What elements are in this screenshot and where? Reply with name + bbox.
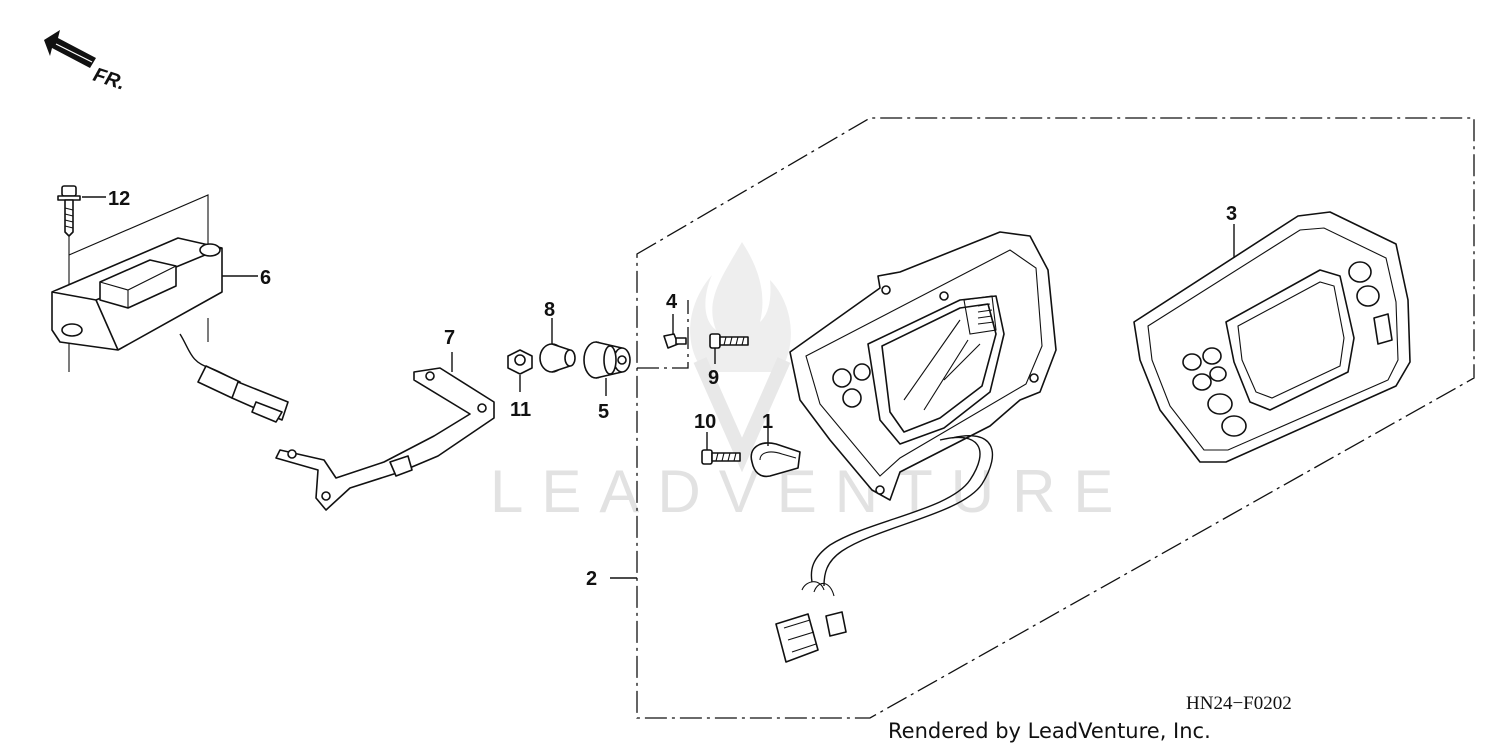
- callout-2: 2: [586, 568, 597, 590]
- callout-1: 1: [762, 411, 773, 433]
- front-label: FR.: [90, 64, 127, 95]
- callout-12: 12: [108, 188, 130, 210]
- diagram-code: HN24−F0202: [1186, 693, 1292, 714]
- meter-assembly: [775, 231, 1057, 663]
- watermark: LEADVENTURE: [490, 242, 1131, 525]
- callout-4: 4: [666, 291, 678, 313]
- meter-cover-3: [1133, 211, 1411, 463]
- callout-7: 7: [444, 327, 455, 349]
- callout-6: 6: [260, 267, 271, 289]
- screw-9: [709, 333, 749, 364]
- screw-10: [701, 432, 741, 465]
- callout-5: 5: [598, 401, 609, 423]
- bracket-7: [275, 352, 495, 511]
- assembly-outline: [636, 117, 1475, 719]
- front-arrow-icon: FR.: [44, 30, 128, 95]
- callout-11: 11: [510, 399, 531, 421]
- control-unit-6: [51, 194, 289, 423]
- screw-4: [663, 314, 687, 349]
- clamp-1: [750, 428, 801, 478]
- callout-9: 9: [708, 367, 719, 389]
- collar-8: [539, 318, 576, 373]
- nut-11: [507, 349, 533, 392]
- watermark-text: LEADVENTURE: [490, 458, 1131, 525]
- callout-3: 3: [1226, 203, 1237, 225]
- callout-10: 10: [694, 411, 716, 433]
- callout-8: 8: [544, 299, 555, 321]
- credit-text: Rendered by LeadVenture, Inc.: [888, 719, 1211, 743]
- grommet-5: [583, 341, 631, 396]
